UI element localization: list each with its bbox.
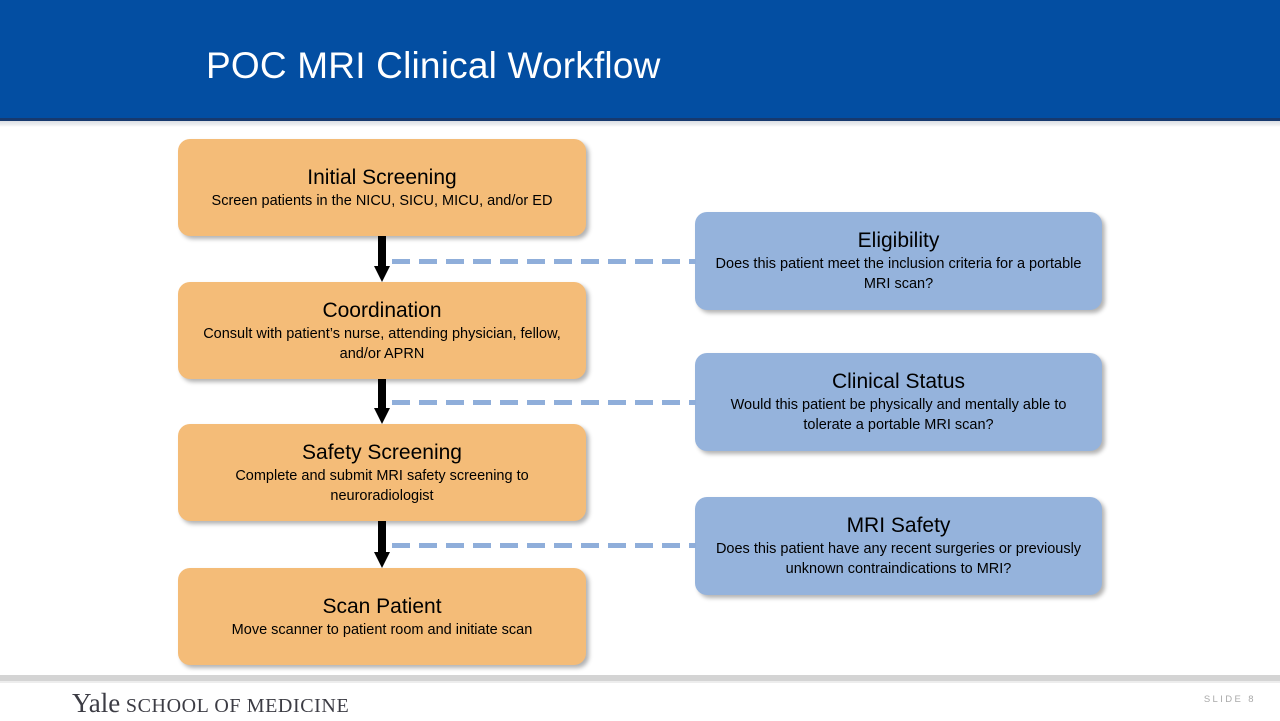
- flow-question-description: Would this patient be physically and men…: [730, 397, 1067, 433]
- flow-question-description: Does this patient have any recent surger…: [715, 541, 1082, 577]
- brand-wordmark-yale: Yale: [72, 688, 121, 718]
- flow-question-description: Does this patient meet the inclusion cri…: [715, 256, 1082, 292]
- flow-question-eligibility[interactable]: Eligibility Does this patient meet the i…: [695, 212, 1102, 310]
- arrow-down-icon: [374, 236, 390, 282]
- yale-school-of-medicine-logo: Yale SCHOOL OF MEDICINE: [72, 688, 349, 721]
- arrow-shaft: [378, 379, 386, 408]
- slide-number: SLIDE 8: [1203, 694, 1256, 705]
- flow-step-description: Complete and submit MRI safety screening…: [235, 467, 529, 504]
- slide-header-band: [0, 0, 1280, 118]
- flow-step-safety-screening[interactable]: Safety Screening Complete and submit MRI…: [178, 424, 586, 521]
- flow-question-mri-safety[interactable]: MRI Safety Does this patient have any re…: [695, 497, 1102, 595]
- footer-divider-soft: [0, 681, 1280, 683]
- dashed-connector-clinical-status: [392, 400, 696, 405]
- flow-step-initial-screening[interactable]: Initial Screening Screen patients in the…: [178, 139, 586, 236]
- flow-question-title: Clinical Status: [831, 370, 966, 393]
- arrow-shaft: [378, 236, 386, 266]
- page-title: POC MRI Clinical Workflow: [206, 45, 661, 86]
- footer-divider: [0, 675, 1280, 681]
- dashed-connector-eligibility: [392, 259, 696, 264]
- brand-wordmark-school: SCHOOL OF MEDICINE: [120, 695, 350, 717]
- flow-question-clinical-status[interactable]: Clinical Status Would this patient be ph…: [695, 353, 1102, 451]
- flow-question-title: MRI Safety: [846, 514, 951, 537]
- flow-question-title: Eligibility: [857, 229, 940, 252]
- arrow-down-icon: [374, 379, 390, 424]
- arrow-head: [374, 552, 390, 568]
- flow-step-title: Safety Screening: [302, 440, 462, 464]
- flow-step-description: Move scanner to patient room and initiat…: [231, 621, 533, 638]
- flow-step-description: Screen patients in the NICU, SICU, MICU,…: [211, 192, 553, 209]
- flow-step-title: Initial Screening: [307, 165, 457, 189]
- flow-step-title: Coordination: [322, 298, 442, 322]
- flow-step-coordination[interactable]: Coordination Consult with patient’s nurs…: [178, 282, 586, 379]
- arrow-down-icon: [374, 521, 390, 568]
- flow-step-description: Consult with patient’s nurse, attending …: [203, 325, 561, 362]
- header-shadow-strip: [0, 121, 1280, 127]
- arrow-head: [374, 408, 390, 424]
- header-accent-rule: [0, 118, 1280, 121]
- arrow-head: [374, 266, 390, 282]
- flow-step-title: Scan Patient: [322, 594, 442, 618]
- dashed-connector-mri-safety: [392, 543, 696, 548]
- flow-step-scan-patient[interactable]: Scan Patient Move scanner to patient roo…: [178, 568, 586, 665]
- arrow-shaft: [378, 521, 386, 552]
